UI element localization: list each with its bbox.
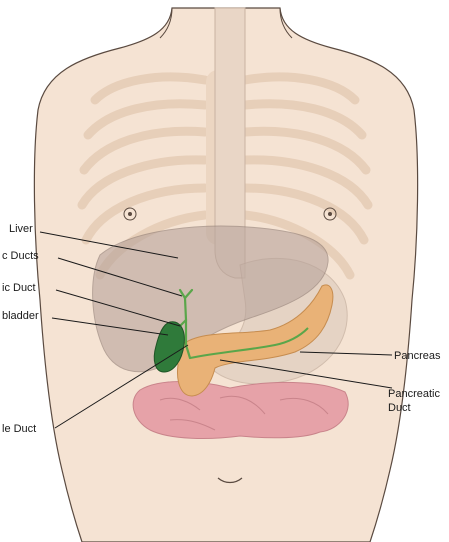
label-liver: Liver bbox=[9, 223, 33, 235]
label-bile-duct: le Duct bbox=[2, 423, 36, 435]
label-pancreatic-duct-line1: Pancreatic bbox=[388, 388, 440, 400]
label-gallbladder: bladder bbox=[2, 310, 39, 322]
label-pancreas: Pancreas bbox=[394, 350, 441, 362]
label-hepatic-ducts: c Ducts bbox=[2, 250, 39, 262]
label-cystic-duct: ic Duct bbox=[2, 282, 36, 294]
label-pancreatic-duct-line2: Duct bbox=[388, 402, 411, 414]
small-intestine bbox=[133, 382, 348, 439]
